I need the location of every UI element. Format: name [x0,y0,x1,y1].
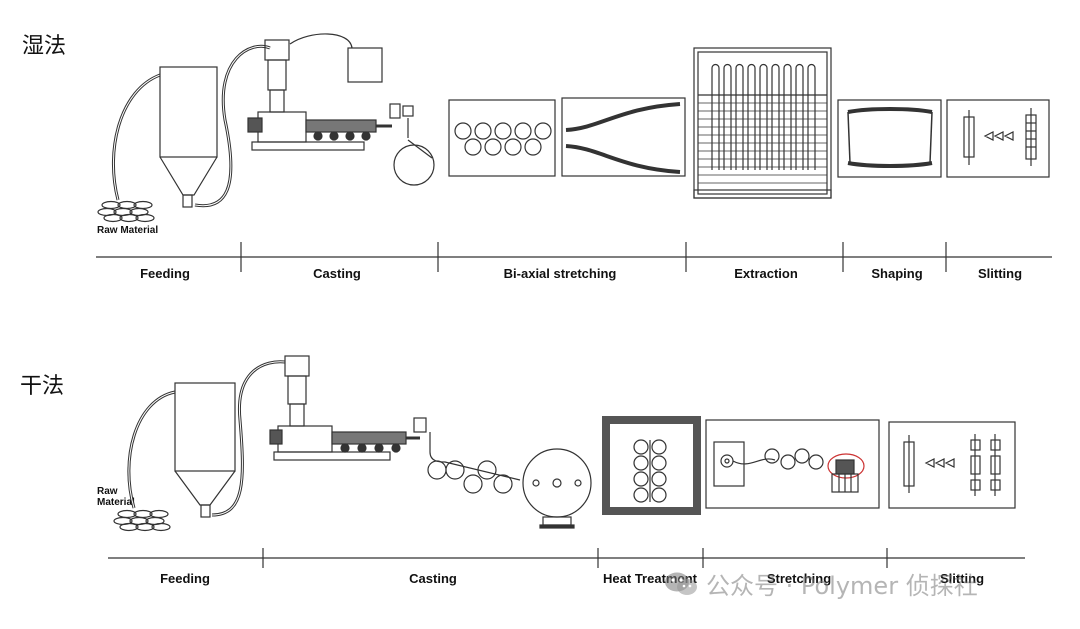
wet-extruder-icon [247,39,392,151]
dry-extruder-icon [269,355,420,461]
dry-silo-icon [174,382,236,518]
dry-slitting-icon [888,421,1016,509]
wet-process-title: 湿法 [22,34,67,59]
watermark: 公众号 · Polymer 侦探社 [664,566,978,601]
wet-shaping-frame [837,99,942,178]
wet-stage-shaping: Shaping [871,266,923,281]
wet-chill-roll-icon [389,103,435,186]
wet-raw-material-label: Raw Material [97,225,159,236]
dry-stage-casting: Casting [409,571,457,586]
dry-stretching-frame [705,419,880,509]
wet-stage-feeding: Feeding [140,266,190,281]
wet-stage-extraction: Extraction [734,266,798,281]
wet-heater-box [347,47,383,83]
dry-heat-treatment-oven-icon [602,416,701,515]
dry-process-title: 干法 [20,374,65,399]
wet-md-stretching-rolls [448,99,556,177]
dry-raw-material-label-line2: Material [97,497,135,508]
wet-silo-icon [159,66,218,208]
dry-raw-material-label-line1: Raw [97,486,118,497]
wet-stage-casting: Casting [313,266,361,281]
wet-stage-biaxial-stretching: Bi-axial stretching [503,266,617,281]
wet-slitting-icon [946,99,1050,178]
wet-td-stretching-frame [561,97,686,177]
wet-raw-material-icon [97,200,155,223]
dry-stage-slitting: Slitting [939,571,985,586]
dry-winder-drum-icon [522,448,592,529]
dry-cast-film-line [413,417,521,494]
wet-stage-slitting: Slitting [977,266,1023,281]
dry-timeline [108,548,1025,568]
dry-stage-feeding: Feeding [160,571,210,586]
wet-timeline [96,242,1052,272]
wet-extraction-tank-icon [693,47,832,199]
wechat-icon [665,572,697,595]
watermark-text: 公众号 · Polymer 侦探社 [706,572,978,600]
dry-stage-stretching: Stretching [766,571,832,586]
dry-raw-material-icon [113,509,171,532]
wet-feed-hose [111,73,161,201]
